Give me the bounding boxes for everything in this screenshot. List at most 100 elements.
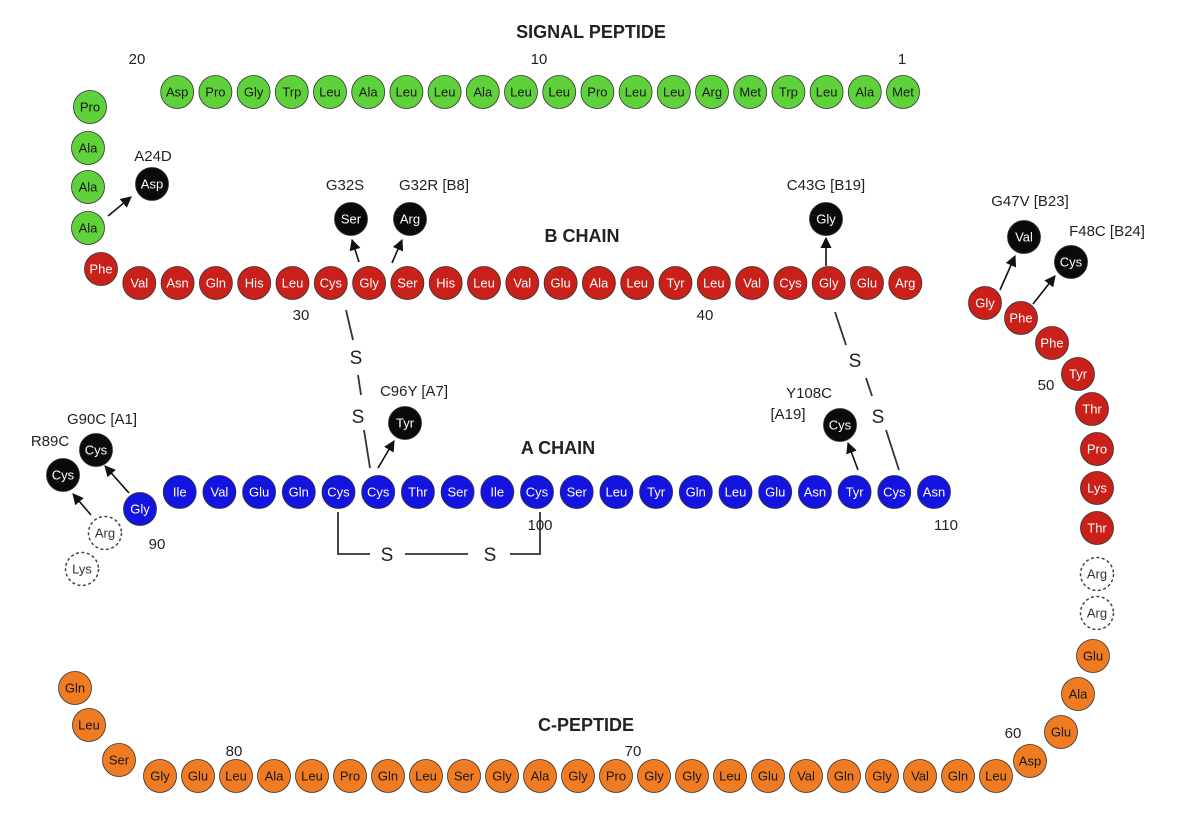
c-peptide-residue: Leu	[72, 708, 106, 742]
signal-residue-label: Leu	[548, 85, 570, 100]
cleavage-residue-label: Arg	[1087, 567, 1107, 582]
signal-residue-circle	[886, 75, 920, 109]
c-peptide-residue-label: Val	[797, 769, 815, 784]
c-peptide-residue: Ala	[257, 759, 291, 793]
signal-residue-circle	[160, 75, 195, 109]
c-peptide-residue: Pro	[599, 759, 633, 793]
b-chain-residue-circle	[1035, 326, 1069, 360]
mutation-labels: A24D G32S G32R [B8] C43G [B19] G47V [B23…	[31, 148, 1145, 450]
b-chain-residue-circle	[811, 266, 846, 300]
disulfide-s: S	[484, 545, 497, 566]
c-peptide-residue-label: Glu	[758, 769, 778, 784]
a-chain-residue: Asn	[798, 475, 832, 509]
signal-residue: Leu	[618, 75, 653, 109]
signal-residue-circle	[198, 75, 233, 109]
signal-residue-circle	[274, 75, 309, 109]
c-peptide-residue-label: Gln	[378, 769, 398, 784]
residue-number: 70	[625, 743, 642, 760]
signal-residue-circle	[809, 75, 844, 109]
residue-number: 90	[149, 536, 166, 553]
a-chain-residue-label: Cys	[367, 485, 390, 500]
signal-residue-label: Leu	[434, 85, 456, 100]
b-chain-residue-label: Phe	[89, 262, 112, 277]
c-peptide-residue-label: Gln	[834, 769, 854, 784]
c-peptide-residue: Gln	[827, 759, 861, 793]
mutation-label: C96Y [A7]	[380, 383, 448, 400]
signal-residue-label: Leu	[396, 85, 418, 100]
a-chain-residue-label: Glu	[765, 485, 785, 500]
b-chain-residue: Leu	[467, 266, 501, 300]
b-chain-residue: Phe	[84, 252, 118, 286]
signal-residue-label: Leu	[319, 85, 341, 100]
residue-beads: MetAlaLeuTrpMetArgLeuLeuProLeuLeuAlaLeuL…	[46, 75, 1115, 793]
b-chain-residue-circle	[1080, 432, 1114, 466]
c-peptide-residue-circle	[523, 759, 557, 793]
a-chain-residue-circle	[202, 475, 237, 509]
b-chain-residue-label: Gly	[359, 276, 379, 291]
b-chain-residue-label: Gln	[206, 276, 226, 291]
a-chain-residue-circle	[877, 475, 912, 509]
b-chain-residue-circle	[1080, 471, 1114, 505]
a-chain-residue-circle	[678, 475, 713, 509]
b-chain-residue: Cys	[313, 266, 348, 300]
c-peptide-residue-label: Gly	[872, 769, 892, 784]
b-chain-residue: His	[428, 266, 463, 300]
c-peptide-residue-label: Glu	[1051, 725, 1071, 740]
mutant-residue-label: Arg	[400, 212, 420, 227]
b-chain-residue: Leu	[696, 266, 731, 300]
mutant-residue-circle	[809, 202, 843, 236]
c-peptide-residue: Gly	[675, 759, 709, 793]
c-peptide-residue-label: Leu	[301, 769, 323, 784]
mutant-residue-label: Asp	[141, 177, 163, 192]
mutant-residue-label: Cys	[829, 418, 852, 433]
signal-residue-label: Leu	[510, 85, 532, 100]
c-peptide-residue-circle	[257, 759, 291, 793]
mutant-residue-circle	[334, 202, 368, 236]
b-chain-residue-circle	[1061, 357, 1095, 391]
mutant-residue: Asp	[135, 167, 169, 201]
a-chain-residue-circle	[758, 475, 793, 509]
c-peptide-residue-label: Glu	[188, 769, 208, 784]
signal-residue-label: Ala	[855, 85, 875, 100]
b-chain-residue: Gly	[811, 266, 846, 300]
a-chain-residue-circle	[798, 475, 832, 509]
b-chain-residue-label: Leu	[473, 276, 495, 291]
b-chain-residue: Cys	[773, 266, 808, 300]
a-chain-residue-circle	[321, 475, 356, 509]
signal-residue-label: Ala	[473, 85, 493, 100]
b-chain-residue: Ser	[390, 266, 425, 300]
b-chain-residue-label: Ser	[397, 276, 418, 291]
disulfide-s: S	[849, 351, 862, 372]
c-peptide-residue: Pro	[333, 759, 367, 793]
mutant-residue-circle	[393, 202, 427, 236]
a-chain-residue-circle	[242, 475, 277, 509]
b-chain-residue-circle	[467, 266, 501, 300]
b-chain-residue-label: Asn	[166, 276, 188, 291]
mutant-residue: Val	[1007, 220, 1041, 254]
title-b-chain: B CHAIN	[545, 226, 620, 246]
mutant-residue-circle	[1007, 220, 1041, 254]
c-peptide-residue: Gln	[941, 759, 975, 793]
b-chain-residue-label: Gly	[975, 296, 995, 311]
cleavage-residue-label: Arg	[95, 526, 115, 541]
signal-residue-label: Ala	[79, 141, 99, 156]
b-chain-residue-circle	[237, 266, 272, 300]
signal-residue: Leu	[809, 75, 844, 109]
b-chain-residue: Gln	[198, 266, 233, 300]
signal-residue-label: Trp	[779, 85, 798, 100]
c-peptide-residue-circle	[333, 759, 367, 793]
b-chain-residue: Thr	[1075, 392, 1109, 426]
signal-residue: Leu	[389, 75, 424, 109]
signal-residue-circle	[427, 75, 462, 109]
c-peptide-residue: Gln	[371, 759, 405, 793]
signal-residue: Arg	[695, 75, 729, 109]
cleavage-residue: Arg	[1079, 556, 1115, 592]
c-peptide-residue-label: Pro	[606, 769, 626, 784]
signal-residue-circle	[771, 75, 806, 109]
c-peptide-residue-label: Ala	[265, 769, 285, 784]
b-chain-residue-circle	[390, 266, 425, 300]
signal-residue-label: Leu	[663, 85, 685, 100]
disulfide-bonds	[337, 309, 900, 555]
mutant-residue-label: Gly	[816, 212, 836, 227]
b-chain-residue-circle	[122, 266, 157, 300]
